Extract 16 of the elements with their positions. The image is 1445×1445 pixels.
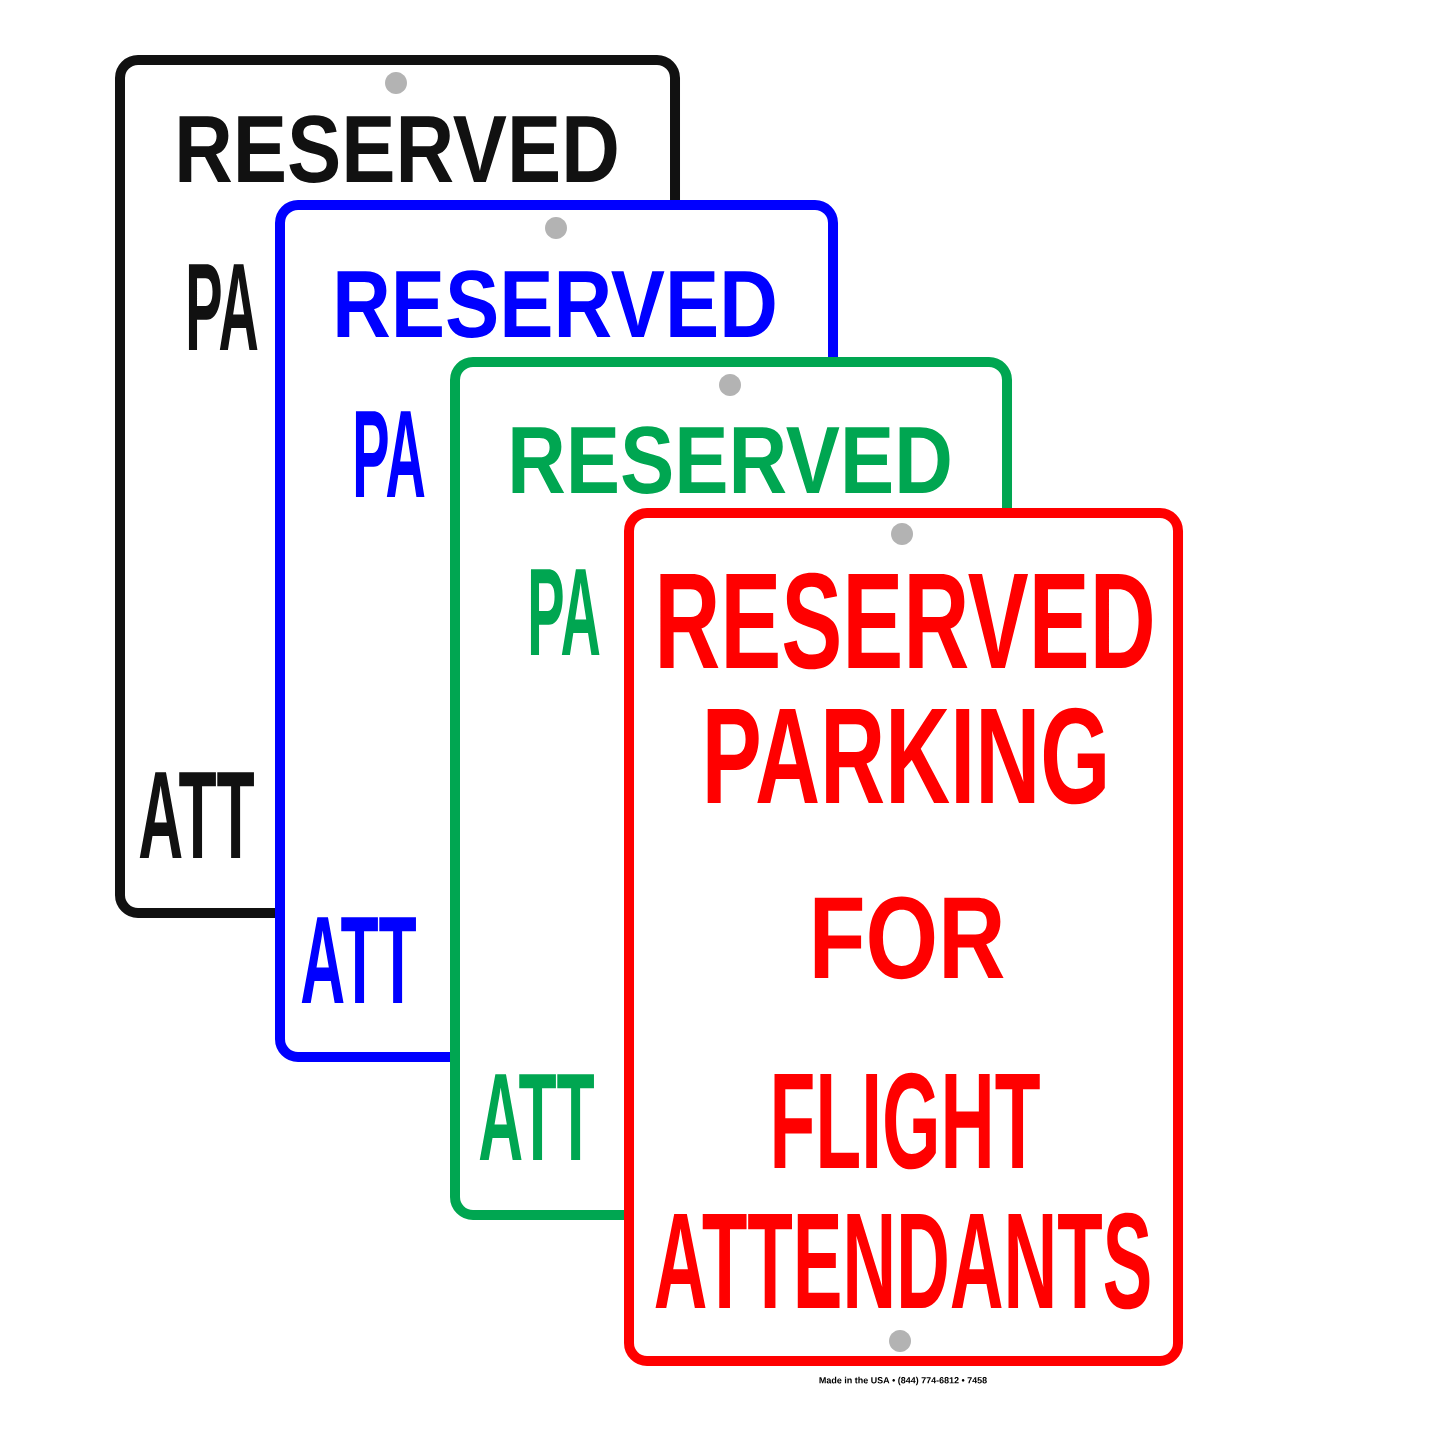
sign-text: RESERVED: [660, 572, 1152, 670]
sign-text: FOR: [814, 896, 1004, 980]
sign-board: [624, 508, 1183, 1366]
sign-text: ATT: [301, 917, 416, 1003]
sign-text: PA: [355, 411, 425, 497]
sign-text: PARKING: [707, 707, 1105, 805]
sign-text: RESERVED: [512, 426, 950, 494]
footer-text: Made in the USA • (844) 774-6812 • 7458: [819, 1376, 987, 1386]
sign-text: FLIGHT: [774, 1072, 1040, 1170]
sign-text: PA: [530, 569, 600, 655]
sign-text: RESERVED: [179, 115, 617, 183]
sign-text: ATT: [139, 772, 254, 858]
sign-text: RESERVED: [337, 270, 775, 338]
sign-text: PA: [188, 264, 258, 350]
sign-text: ATTENDANTS: [655, 1212, 1150, 1310]
sign-text: ATT: [479, 1074, 594, 1160]
